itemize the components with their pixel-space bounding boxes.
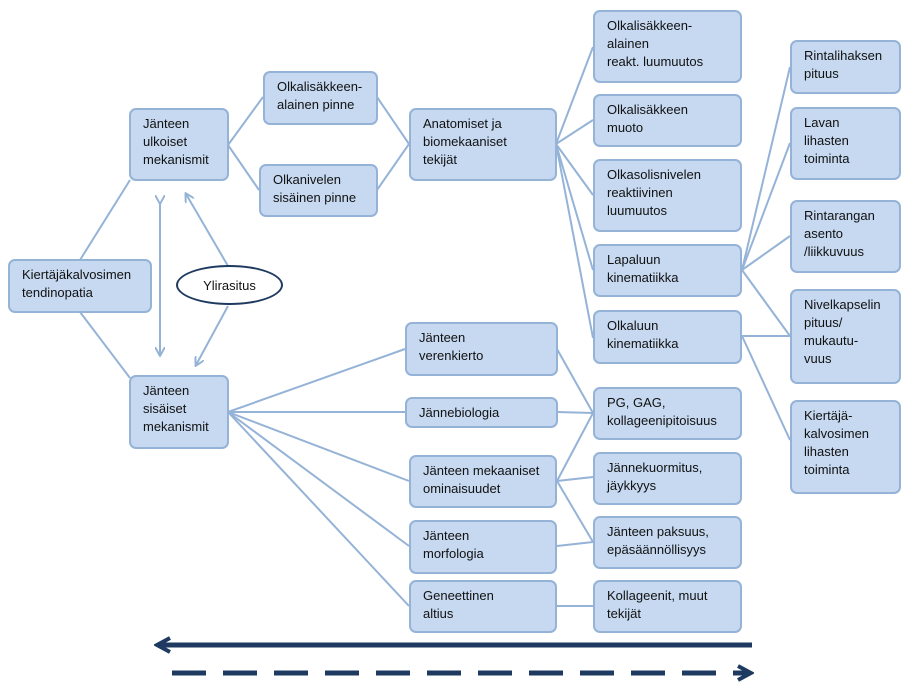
node-external-mechanisms: Jänteen ulkoiset mekanismit <box>129 108 229 181</box>
node-pectoral-length: Rintalihaksen pituus <box>790 40 901 94</box>
node-scapula-kinematics: Lapaluun kinematiikka <box>593 244 742 297</box>
node-tendon-loading: Jännekuormitus, jäykkyys <box>593 452 742 505</box>
overload-arrow-up <box>186 194 229 267</box>
node-genetic-predisposition: Geneettinen altius <box>409 580 557 633</box>
node-internal-mechanisms: Jänteen sisäiset mekanismit <box>129 375 229 449</box>
node-anatomical-factors: Anatomiset ja biomekaaniset tekijät <box>409 108 557 181</box>
node-acromion-reactive: Olkalisäkkeen- alainen reakt. luumuutos <box>593 10 742 83</box>
node-acromion-shape: Olkalisäkkeen muoto <box>593 94 742 147</box>
overload-ellipse: Ylirasitus <box>176 265 283 305</box>
node-humerus-kinematics: Olkaluun kinematiikka <box>593 310 742 364</box>
node-subacromial-impingement: Olkalisäkkeen- alainen pinne <box>263 71 378 125</box>
node-cuff-muscles: Kiertäjä- kalvosimen lihasten toiminta <box>790 400 901 494</box>
node-mechanical-properties: Jänteen mekaaniset ominaisuudet <box>409 455 557 508</box>
connector-lines <box>79 46 791 607</box>
node-tendon-biology: Jännebiologia <box>405 397 558 428</box>
node-tendon-morphology: Jänteen morfologia <box>409 520 557 574</box>
node-collagens: Kollageenit, muut tekijät <box>593 580 742 633</box>
node-tendinopathy: Kiertäjäkalvosimen tendinopatia <box>8 259 152 313</box>
node-thoracic-posture: Rintarangan asento /liikkuvuus <box>790 200 901 273</box>
node-scapular-muscles: Lavan lihasten toiminta <box>790 107 901 180</box>
node-glenohumeral-impingement: Olkanivelen sisäinen pinne <box>259 164 378 217</box>
node-pg-gag: PG, GAG, kollageenipitoisuus <box>593 387 742 440</box>
node-ac-joint: Olkasolisnivelen reaktiivinen luumuutos <box>593 159 742 232</box>
node-tendon-thickness: Jänteen paksuus, epäsäännöllisyys <box>593 516 742 569</box>
overload-arrow-down <box>196 305 229 365</box>
node-blood-supply: Jänteen verenkierto <box>405 322 558 376</box>
node-capsule: Nivelkapselin pituus/ mukautu- vuus <box>790 289 901 384</box>
